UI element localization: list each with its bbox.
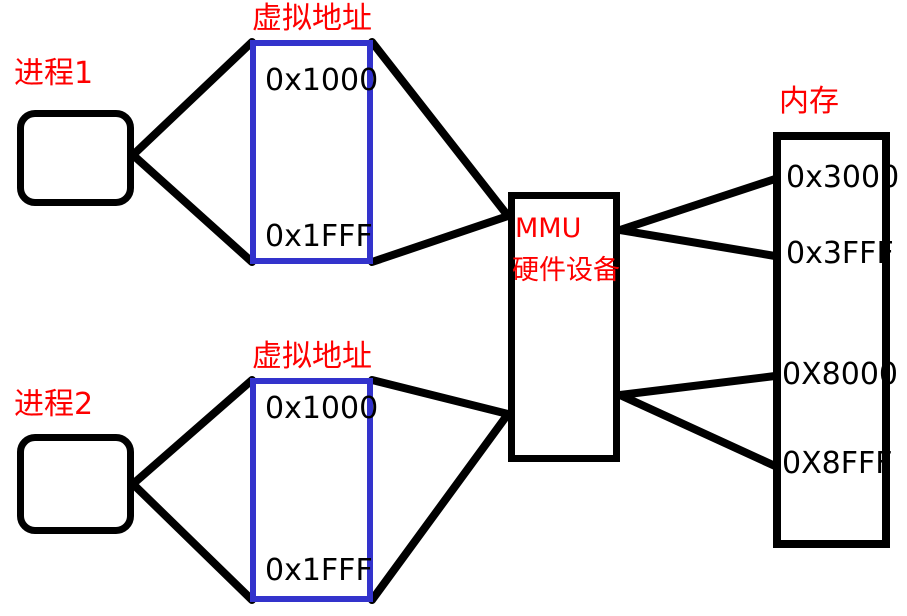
virtual-address-1-box[interactable]: [250, 40, 373, 264]
wire-process1-to-va1-top: [129, 38, 256, 159]
memory-region-1-start: 0x3000: [786, 160, 900, 195]
virtual-address-2-start: 0x1000: [265, 391, 379, 426]
wire-va2-bottom-to-mmu: [368, 410, 512, 604]
wire-process2-to-va2-bottom: [129, 480, 256, 604]
virtual-address-2-label: 虚拟地址: [252, 339, 372, 374]
wire-mmu-to-mem-0X8FFF: [616, 391, 779, 470]
wire-va1-top-to-mmu: [368, 38, 512, 220]
wire-mmu-to-mem-0x3000: [616, 175, 779, 234]
mmu-title: MMU: [515, 213, 582, 244]
virtual-address-2-end: 0x1FFF: [265, 553, 373, 588]
mmu-subtitle: 硬件设备: [512, 255, 620, 286]
virtual-address-1-label: 虚拟地址: [252, 1, 372, 36]
process1-label: 进程1: [14, 56, 94, 91]
wire-mmu-to-mem-0x3FFF: [616, 226, 779, 260]
process2-box[interactable]: [17, 434, 134, 534]
process2-label: 进程2: [14, 387, 94, 422]
memory-box[interactable]: [773, 132, 890, 548]
memory-region-2-end: 0X8FFF: [782, 446, 893, 481]
virtual-address-1-start: 0x1000: [265, 63, 379, 98]
wire-va2-top-to-mmu: [368, 376, 512, 418]
virtual-address-2-box[interactable]: [250, 378, 373, 602]
wire-mmu-to-mem-0X8000: [616, 372, 779, 399]
memory-region-2-start: 0X8000: [782, 357, 898, 392]
memory-label: 内存: [779, 84, 839, 119]
wire-process2-to-va2-top: [129, 376, 256, 488]
wire-va1-bottom-to-mmu: [368, 212, 512, 266]
mmu-box[interactable]: [508, 192, 620, 462]
wire-process1-to-va1-bottom: [129, 151, 256, 266]
process1-box[interactable]: [17, 110, 134, 206]
virtual-address-1-end: 0x1FFF: [265, 219, 373, 254]
memory-region-1-end: 0x3FFF: [786, 236, 894, 271]
